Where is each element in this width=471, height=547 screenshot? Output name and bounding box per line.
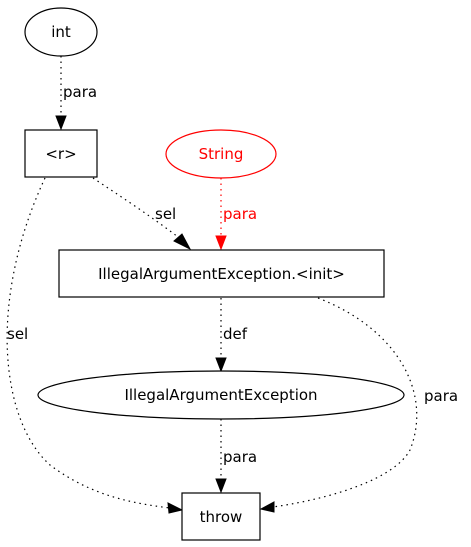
node-shape [58, 249, 385, 298]
edge-label: para [63, 83, 97, 101]
arrow-head [173, 233, 192, 251]
edge-iae-to-throw: para [215, 419, 257, 494]
edge-init-to-iae: def [215, 298, 248, 373]
node-label: <r> [45, 145, 76, 163]
edge-label: para [223, 205, 257, 223]
node-r[interactable]: <r> [24, 129, 98, 178]
node-shape [181, 492, 261, 541]
node-shape [37, 370, 405, 420]
node-label: IllegalArgumentException [124, 386, 317, 404]
arrow-head [215, 357, 227, 373]
edge-r-to-init: sel [92, 177, 192, 251]
edge-label: para [424, 387, 458, 405]
arrow-head [215, 478, 227, 494]
edge-label: sel [7, 325, 28, 343]
node-label: IllegalArgumentException.<init> [98, 265, 345, 283]
edge-label: sel [155, 205, 176, 223]
node-throw[interactable]: throw [181, 492, 261, 541]
edge-string-to-init: para [215, 178, 257, 251]
arrow-head [55, 115, 67, 131]
edge-label: def [223, 325, 248, 343]
edge-init-to-throw: para [259, 297, 458, 513]
edge-line [6, 177, 171, 509]
node-label: String [199, 145, 244, 163]
edge-label: para [223, 448, 257, 466]
node-iae[interactable]: IllegalArgumentException [37, 370, 405, 420]
edge-line [272, 297, 418, 508]
arrow-head [167, 502, 184, 514]
node-int[interactable]: int [24, 7, 98, 57]
node-label: int [51, 23, 71, 41]
arrow-head [259, 501, 275, 513]
edge-r-to-throw: sel [6, 177, 184, 514]
node-shape [24, 129, 98, 178]
arrow-head [215, 235, 227, 251]
node-init[interactable]: IllegalArgumentException.<init> [58, 249, 385, 298]
node-shape [24, 7, 98, 57]
node-string[interactable]: String [165, 129, 277, 179]
node-label: throw [200, 508, 243, 526]
edge-int-to-r: para [55, 56, 97, 131]
node-shape [165, 129, 277, 179]
